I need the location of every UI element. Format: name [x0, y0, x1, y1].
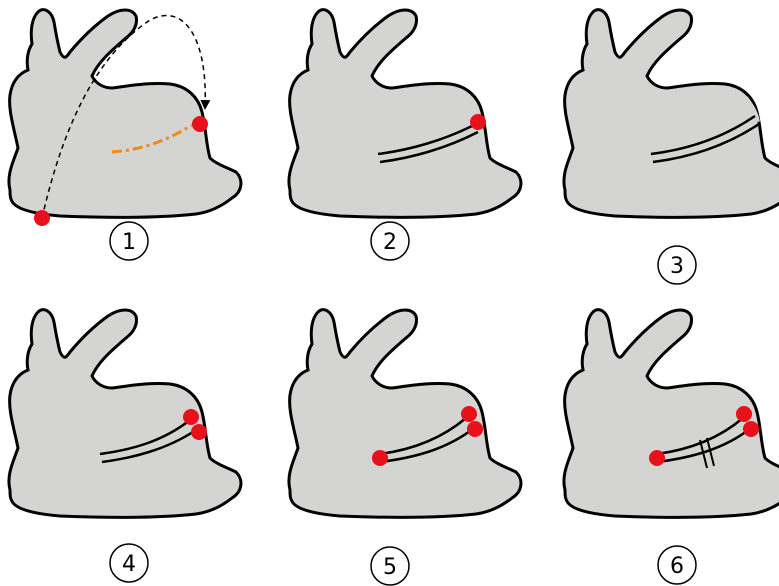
marker-dot — [191, 424, 207, 440]
marker-dot — [470, 114, 486, 130]
step-label-5: 5 — [371, 547, 409, 585]
svg-text:2: 2 — [383, 230, 397, 255]
bunny-body — [9, 310, 241, 518]
svg-text:6: 6 — [670, 554, 684, 579]
marker-dot — [372, 450, 388, 466]
step-label-2: 2 — [371, 222, 409, 260]
panel-1: 1 — [9, 10, 241, 260]
bunny-body — [289, 310, 521, 518]
marker-dot — [183, 409, 199, 425]
panel-5: 5 — [289, 310, 521, 585]
panel-6: 6 — [564, 310, 779, 584]
step-label-1: 1 — [110, 222, 148, 260]
marker-dot — [461, 406, 477, 422]
panel-3: 3 — [564, 10, 779, 284]
step-label-6: 6 — [658, 546, 696, 584]
marker-dot — [467, 421, 483, 437]
marker-dot — [192, 116, 208, 132]
svg-text:4: 4 — [122, 552, 136, 577]
panel-4: 4 — [9, 310, 241, 582]
step-label-4: 4 — [110, 544, 148, 582]
panel-2: 2 — [289, 10, 521, 260]
marker-dot — [34, 210, 50, 226]
bunny-body — [289, 10, 521, 218]
svg-text:5: 5 — [383, 555, 397, 580]
svg-text:3: 3 — [670, 254, 684, 279]
step-label-3: 3 — [658, 246, 696, 284]
marker-dot — [649, 450, 665, 466]
svg-text:1: 1 — [122, 230, 136, 255]
marker-dot — [736, 406, 752, 422]
bunny-body — [564, 10, 779, 218]
marker-dot — [743, 421, 759, 437]
